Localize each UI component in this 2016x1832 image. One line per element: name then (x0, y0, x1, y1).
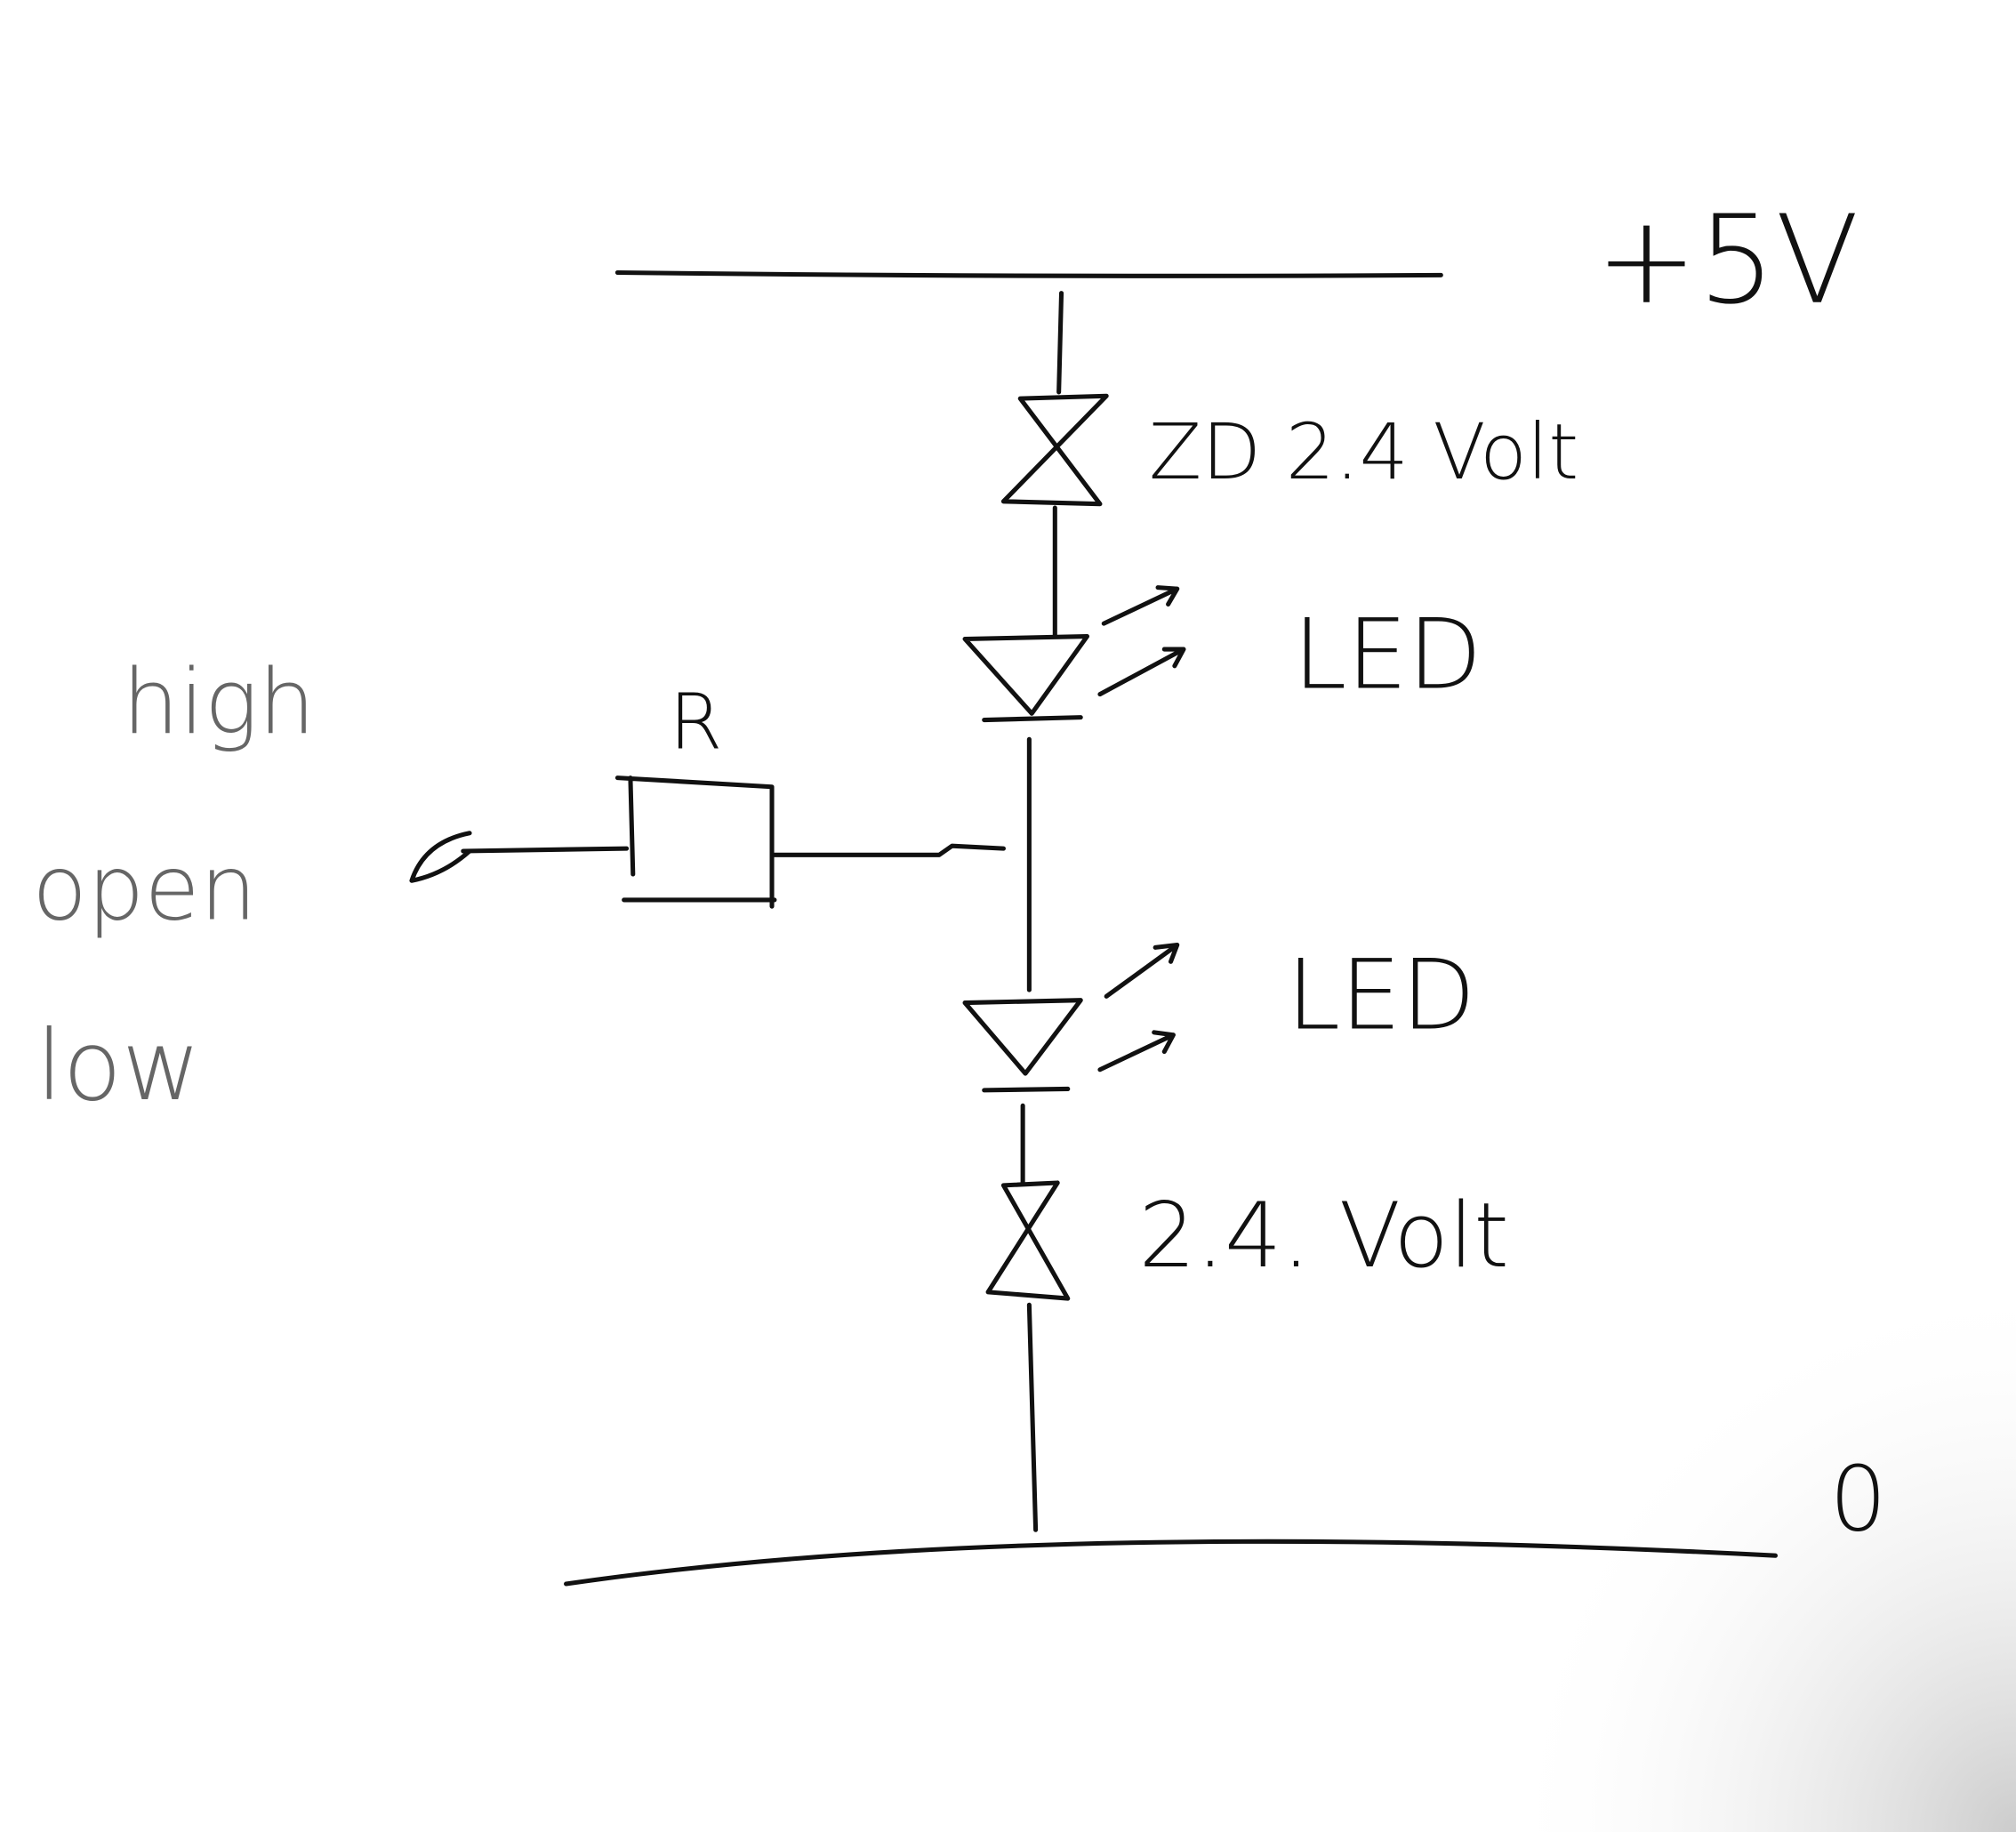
light-arrow-icon (1097, 1030, 1176, 1073)
light-arrow-icon (1097, 647, 1186, 697)
led-top (962, 585, 1186, 723)
wire-bottom (1026, 1302, 1039, 1532)
paper-shadow (1158, 899, 2016, 1832)
state-open-label: open (32, 836, 257, 941)
zener-top-label: ZD 2.4 Volt (1149, 407, 1578, 497)
ground-label: 0 (1829, 1446, 1886, 1551)
supply-label: +5V (1595, 189, 1859, 332)
zener-bottom-label: 2.4. Volt (1138, 1183, 1509, 1288)
state-low-label: low (36, 1009, 201, 1122)
input-terminal-icon[interactable] (409, 831, 472, 883)
state-high-label: high (122, 649, 315, 754)
resistor-label: R (669, 677, 722, 767)
zener-diode-top (1000, 393, 1109, 507)
wire-resistor-node (772, 843, 1006, 857)
supply-rail (614, 269, 1443, 278)
led-bottom (962, 942, 1180, 1093)
resistor (614, 775, 777, 909)
light-arrow-icon (1104, 942, 1180, 999)
wire-input (461, 846, 630, 854)
light-arrow-icon (1101, 585, 1180, 626)
ground-rail (564, 1539, 1778, 1587)
led-bottom-label: LED (1287, 939, 1476, 1052)
wire-top (1056, 291, 1064, 395)
led-top-label: LED (1293, 598, 1482, 711)
zener-diode-bottom (985, 1180, 1071, 1301)
